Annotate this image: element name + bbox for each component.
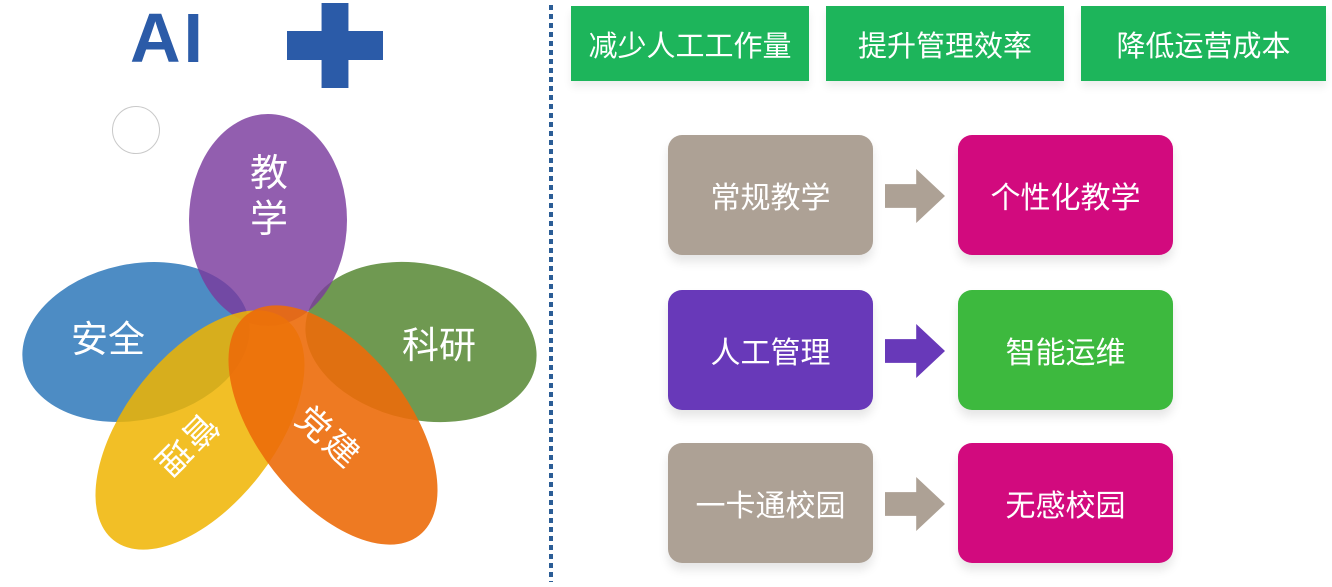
petal-label-research: 科研 [402, 325, 476, 366]
from-box-manual-management: 人工管理 [668, 290, 873, 410]
petal-teaching [189, 114, 347, 326]
to-box-intelligent-operations: 智能运维 [958, 290, 1173, 410]
petal-label-safety: 安全 [71, 319, 145, 360]
from-box-onecard-campus: 一卡通校园 [668, 443, 873, 563]
benefit-box-reduce-workload: 减少人工工作量 [571, 6, 809, 81]
dotted-separator [549, 5, 553, 582]
plus-icon [287, 3, 383, 88]
decorative-circle-icon [112, 106, 160, 154]
arrow-right-icon [885, 477, 945, 531]
petal-label-teaching: 教学 [249, 153, 288, 241]
to-box-sensorless-campus: 无感校园 [958, 443, 1173, 563]
benefit-box-lower-cost: 降低运营成本 [1081, 6, 1326, 81]
from-box-regular-teaching: 常规教学 [668, 135, 873, 255]
to-box-personalized-teaching: 个性化教学 [958, 135, 1173, 255]
ai-title: AI [130, 0, 206, 77]
arrow-right-icon [885, 324, 945, 378]
arrow-right-icon [885, 169, 945, 223]
benefit-box-management-efficiency: 提升管理效率 [826, 6, 1064, 81]
